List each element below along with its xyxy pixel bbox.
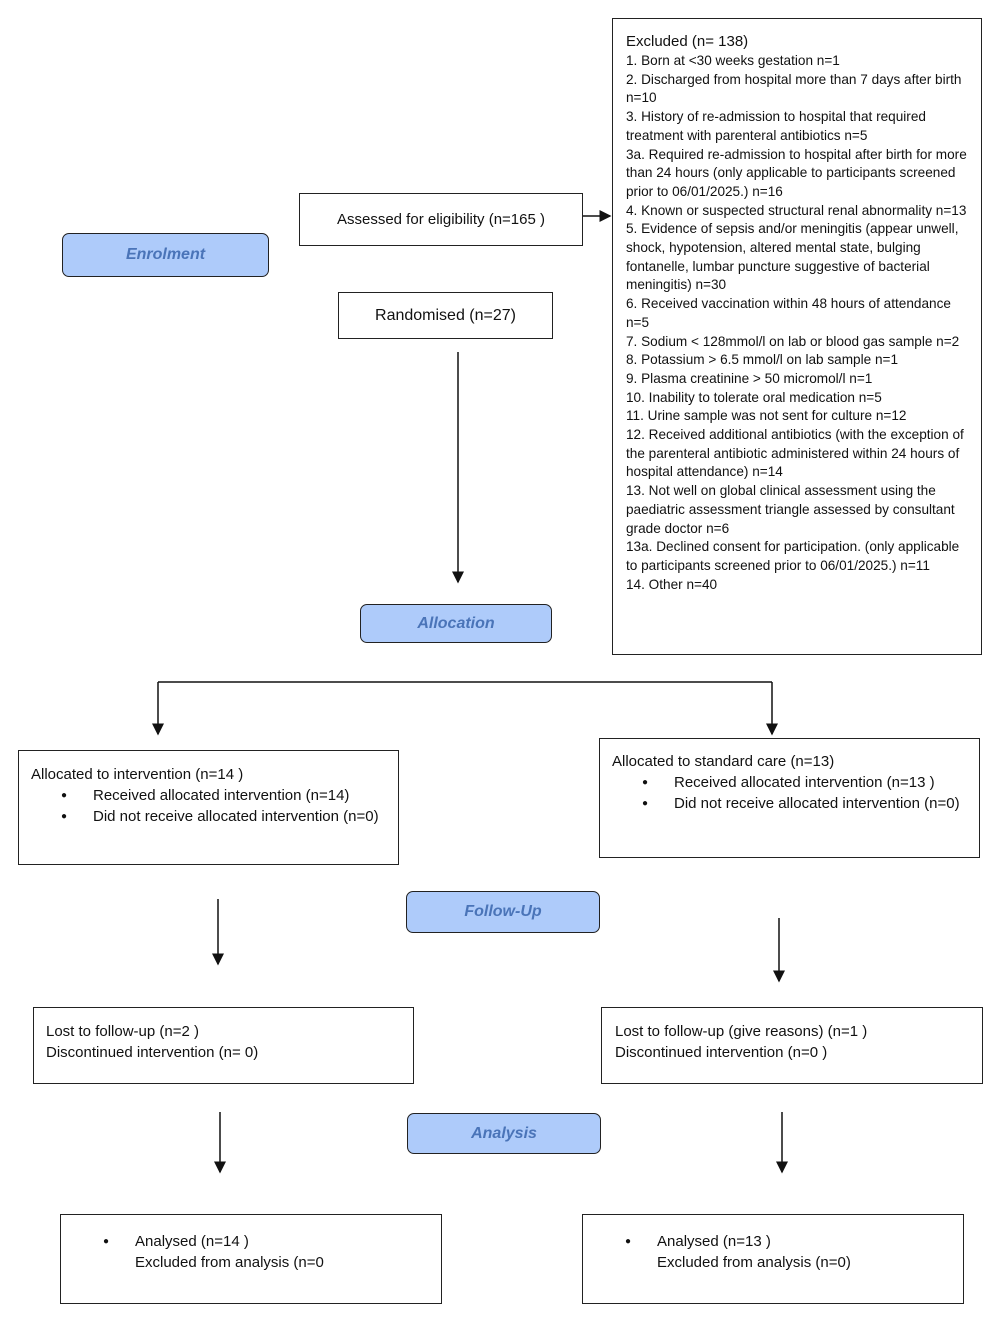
stage-follow-up: Follow-Up [406,891,600,933]
right-allocated-box: Allocated to standard care (n=13) Receiv… [599,738,980,858]
assessed-box: Assessed for eligibility (n=165 ) [299,193,583,246]
left-allocated-box: Allocated to intervention (n=14 ) Receiv… [18,750,399,865]
right-analysis-box: Analysed (n=13 ) Excluded from analysis … [582,1214,964,1304]
left-analysis-box: Analysed (n=14 ) Excluded from analysis … [60,1214,442,1304]
right-excluded-analysis: Excluded from analysis (n=0) [657,1254,851,1271]
excluded-item: 14. Other n=40 [626,576,718,592]
excluded-list: 1. Born at <30 weeks gestation n=1 2. Dis… [626,52,971,594]
left-excluded-analysis: Excluded from analysis (n=0 [135,1254,324,1271]
left-not-received: Did not receive allocated intervention (… [31,806,386,827]
left-received: Received allocated intervention (n=14) [31,785,386,806]
stage-enrolment: Enrolment [62,233,269,277]
excluded-item: 3. History of re-admission to hospital t… [626,109,926,143]
excluded-item: 13. Not well on global clinical assessme… [626,483,955,536]
excluded-item: 13a. Declined consent for participation.… [626,539,960,573]
left-lost: Lost to follow-up (n=2 ) [46,1023,199,1040]
excluded-item: 8. Potassium > 6.5 mmol/l on lab sample … [626,352,899,368]
stage-allocation: Allocation [360,604,552,643]
excluded-box: Excluded (n= 138) 1. Born at <30 weeks g… [612,18,982,655]
excluded-item: 1. Born at <30 weeks gestation n=1 [626,53,840,68]
right-allocated-title: Allocated to standard care (n=13) [612,753,835,770]
left-discontinued: Discontinued intervention (n= 0) [46,1044,259,1061]
left-lost-box: Lost to follow-up (n=2 ) Discontinued in… [33,1007,414,1084]
excluded-item: 12. Received additional antibiotics (wit… [626,427,964,480]
excluded-item: 11. Urine sample was not sent for cultur… [626,408,907,424]
excluded-item: 5. Evidence of sepsis and/or meningitis … [626,221,959,293]
left-analysed: Analysed (n=14 ) [73,1231,429,1252]
right-lost: Lost to follow-up (give reasons) (n=1 ) [615,1023,868,1040]
excluded-item: 7. Sodium < 128mmol/l on lab or blood ga… [626,333,960,349]
right-analysed: Analysed (n=13 ) [595,1231,951,1252]
excluded-item: 9. Plasma creatinine > 50 micromol/l n=1 [626,370,873,386]
right-lost-box: Lost to follow-up (give reasons) (n=1 ) … [601,1007,983,1084]
right-received: Received allocated intervention (n=13 ) [612,772,967,793]
excluded-item: 3a. Required re-admission to hospital af… [626,146,967,199]
right-not-received: Did not receive allocated intervention (… [612,793,967,814]
randomised-box: Randomised (n=27) [338,292,553,339]
excluded-item: 10. Inability to tolerate oral medicatio… [626,389,882,405]
left-allocated-title: Allocated to intervention (n=14 ) [31,766,244,783]
excluded-item: 4. Known or suspected structural renal a… [626,202,967,218]
stage-analysis: Analysis [407,1113,601,1154]
excluded-item: 2. Discharged from hospital more than 7 … [626,71,962,106]
right-discontinued: Discontinued intervention (n=0 ) [615,1044,828,1061]
excluded-title: Excluded (n= 138) [626,33,749,50]
excluded-item: 6. Received vaccination within 48 hours … [626,296,951,330]
